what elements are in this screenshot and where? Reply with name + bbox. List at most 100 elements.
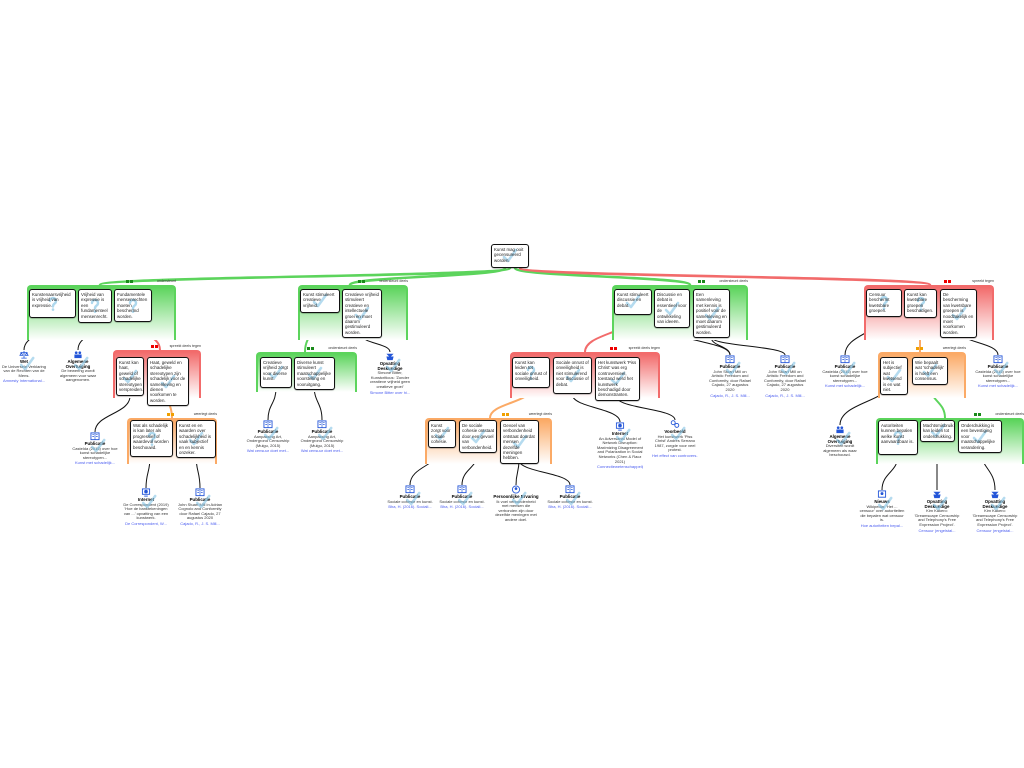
group-relation-label: spreekt tegen [972, 279, 994, 283]
source-link[interactable]: Cajado, R., J. S. Mill... [710, 393, 750, 398]
claim-b2[interactable]: Haat, geweld en schadelijke stereotypen … [147, 357, 189, 407]
claim-h2[interactable]: De sociale cohesie ontstaat door een gev… [459, 420, 497, 454]
source-description: Kim Kakero: 'Dreamscape Censorship and T… [914, 508, 960, 527]
opvatting-deskundigeicon [367, 352, 413, 361]
source-description: Diversiteit wordt algemeen als waar besc… [823, 443, 857, 458]
group-relation-label: weerlegt deels [942, 346, 966, 350]
claim-j2[interactable]: Wie bepaalt wat 'schadelijk' is hoeft ee… [912, 357, 948, 385]
claim-a1[interactable]: Kunstenaarsvrijheid is vrijheid van expr… [29, 289, 76, 318]
source-link[interactable]: Bha, H. (2016). Sociali... [440, 505, 484, 510]
source-s11[interactable]: Persoonlijke Ervaring Ik voel verbondenh… [493, 485, 539, 523]
source-s10[interactable]: Publicatie Sociale cohesie en kunst. Bha… [439, 485, 485, 510]
source-link[interactable]: Hoe autoriteiten bepal... [860, 523, 904, 528]
claim-f2[interactable]: Discussie en debat is essentieel voor de… [654, 289, 690, 328]
source-description: De bewering wordt algemeen voor waar aan… [59, 368, 97, 383]
claim-k1[interactable]: Autoriteiten kunnen bepalen welke kunst … [878, 420, 918, 455]
claim-g1[interactable]: Kunst kan leiden tot sociale onrust of o… [512, 357, 550, 388]
publicatieicon [387, 485, 433, 494]
source-link[interactable]: Simone Bitter over hi... [369, 390, 411, 395]
claim-k3[interactable]: Onderdrukking is een bevestiging voor ma… [958, 420, 1002, 454]
source-link[interactable]: Cajado, R., J. S. Mill... [180, 521, 220, 526]
claim-d2[interactable]: Creatieve vrijheid stimuleert creatieve … [342, 289, 382, 339]
source-description: Simone Bitter, Kunstcriticus: 'Zonder cr… [369, 370, 411, 389]
source-s5[interactable]: Publicatie John Stuart Mill in Adrian Co… [177, 488, 223, 527]
source-s13[interactable]: Internet An Adversarial Model of Network… [597, 422, 643, 470]
source-s1[interactable]: Wet De Universele Verklaring van de Rech… [1, 350, 47, 384]
claim-a2[interactable]: Vrijheid van expressie is een fundamente… [78, 289, 112, 323]
claim-k2[interactable]: Machtsmisbruik kan leiden tot onderdrukk… [920, 420, 955, 443]
source-link[interactable]: Cajado, R., J. S. Mill... [765, 393, 805, 398]
group-relation-label: spreekt deels tegen [628, 346, 660, 350]
source-link[interactable]: Kunst met schadelijk... [74, 461, 116, 466]
source-link[interactable]: Amnesty International... [2, 379, 46, 384]
source-link[interactable]: Bha, H. (2016). Sociali... [548, 505, 592, 510]
source-s16[interactable]: Publicatie John Stuart Mill on Artistic … [762, 355, 808, 398]
claim-e1[interactable]: Creatieve vrijheid zorgt voor diverse ku… [260, 357, 292, 388]
source-link[interactable]: Wat censuur doet met... [246, 449, 290, 454]
claim-e2[interactable]: Diverse kunst stimuleert maatschappelijk… [294, 357, 335, 391]
claim-g3[interactable]: Het kunstwerk 'Piss Christ' was erg cont… [595, 357, 640, 401]
claim-text: Censuur beschermt kwetsbare groepen. [869, 292, 890, 314]
source-description: An Adversarial Model of Network Disrupti… [597, 435, 644, 464]
claim-i3[interactable]: De bescherming van kwetsbare groepen is … [940, 289, 977, 339]
persoonlijke-ervaringicon [493, 485, 539, 494]
claim-c2[interactable]: Kunst en en waarden over schadelijkheid … [176, 420, 216, 459]
publicatieicon [547, 485, 593, 494]
claim-f3[interactable]: Een samenleving met kennis is positief v… [693, 289, 730, 339]
weticon [1, 350, 47, 359]
source-s6[interactable]: Publicatie Aanpassing Art, Ondergrond Ce… [245, 420, 291, 454]
claim-text: Wat als schadelijk is kan later als prog… [133, 423, 169, 450]
claim-text: Creatieve vrijheid zorgt voor diverse ku… [263, 360, 288, 382]
claim-root[interactable]: Kunst mag ooit gecensureerd worden. [491, 244, 529, 268]
source-s17[interactable]: Publicatie Castelda (2015) over hoe kuns… [822, 355, 868, 389]
source-s20[interactable]: Nieuws Wikipedia: 'Het ... censuur' over… [859, 490, 905, 529]
claim-h1[interactable]: Kunst zorgt voor sociale cohesie. [428, 420, 456, 448]
claim-text: Kunst zorgt voor sociale cohesie. [431, 423, 451, 445]
source-s2[interactable]: Algemene Overtuiging De bewering wordt a… [55, 350, 101, 383]
claim-text: Kunst en en waarden over schadelijkheid … [179, 423, 211, 456]
nieuwsicon [859, 490, 905, 499]
source-link[interactable]: De Correspondent, W... [125, 521, 167, 526]
source-s22[interactable]: Opvatting Deskundige Kim Kakero: 'Dreams… [972, 490, 1018, 533]
claim-d1[interactable]: Kunst stimuleert creatieve vrijheid. [300, 289, 340, 313]
publicatieicon [975, 355, 1021, 364]
source-s14[interactable]: Voorbeeld Het kunstwerk 'Piss Christ' An… [652, 420, 698, 459]
claim-b1[interactable]: Kunst kan haat, geweld of schadelijke st… [116, 357, 144, 396]
source-description: Het kunstwerk 'Piss Christ' Andres Serra… [654, 433, 696, 453]
claim-i2[interactable]: Kunst kan kwetsbare groepen beschadigen. [904, 289, 937, 318]
opvatting-deskundigeicon [914, 490, 960, 499]
source-link[interactable]: Censuur (engelstal... [918, 528, 956, 533]
source-link[interactable]: Kunst met schadelijk... [977, 384, 1019, 389]
claim-a3[interactable]: Fundamentele mensenrechten moeten besche… [114, 289, 152, 323]
claim-j1[interactable]: Het is subjectief wat kwetsend is en wat… [880, 357, 908, 396]
source-s18[interactable]: Publicatie Castelda (2015) over hoe kuns… [975, 355, 1021, 389]
source-link[interactable]: Censuur (engelstal... [976, 528, 1014, 533]
source-description: Sociale cohesie en kunst. [439, 498, 485, 504]
voorbeeldicon [652, 420, 698, 429]
source-s7[interactable]: Publicatie Aanpassing Art, Ondergrond Ce… [299, 420, 345, 454]
source-s8[interactable]: Opvatting Deskundige Simone Bitter, Kuns… [367, 352, 413, 395]
claim-f1[interactable]: Kunst stimuleert discussie en debat. [614, 289, 652, 315]
source-s15[interactable]: Publicatie John Stuart Mill on Artistic … [707, 355, 753, 398]
source-s12[interactable]: Publicatie Sociale cohesie en kunst. Bha… [547, 485, 593, 510]
strength-indicator-icon [944, 279, 951, 283]
source-link[interactable]: Connectiewetenschappelijk... [597, 465, 643, 470]
source-s21[interactable]: Opvatting Deskundige Kim Kakero: 'Dreams… [914, 490, 960, 533]
source-s4[interactable]: Internet De Correspondent (2019) 'Hoe de… [123, 488, 169, 527]
claim-g2[interactable]: Sociale onrust of onveiligheid is niet s… [553, 357, 592, 394]
group-relation-label: ondersteunt deels [995, 412, 1024, 416]
source-link[interactable]: Wat censuur doet met... [300, 449, 344, 454]
source-s3[interactable]: Publicatie Castelda (2015) over hoe kuns… [72, 432, 118, 466]
source-s19[interactable]: Algemene Overtuiging Diversiteit wordt a… [817, 425, 863, 458]
claim-h3[interactable]: Gevoel van verbondenheid ontstaat doorda… [500, 420, 539, 464]
claim-c1[interactable]: Wat als schadelijk is kan later als prog… [130, 420, 173, 457]
source-link[interactable]: Het effect van controvers... [652, 453, 698, 458]
source-link[interactable]: Bha, H. (2016). Sociali... [388, 505, 432, 510]
connector-line [348, 266, 507, 287]
source-description: John Stuart Mill in Adrian Cognolo and C… [177, 501, 223, 521]
source-link[interactable]: Kunst met schadelijk... [824, 384, 866, 389]
claim-text: Gevoel van verbondenheid ontstaat doorda… [503, 423, 535, 461]
connector-line [94, 395, 131, 433]
claim-i1[interactable]: Censuur beschermt kwetsbare groepen. [866, 289, 902, 317]
source-s9[interactable]: Publicatie Sociale cohesie en kunst. Bha… [387, 485, 433, 510]
